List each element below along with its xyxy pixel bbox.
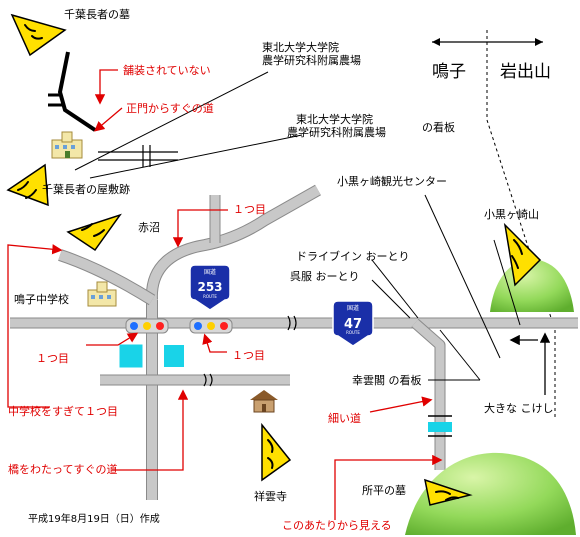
warn-grave: [10, 13, 67, 57]
label-visible-here: このあたりから見える: [282, 519, 392, 532]
traffic-light-left: [125, 318, 169, 334]
svg-text:国道: 国道: [347, 304, 359, 312]
svg-text:ROUTE: ROUTE: [346, 330, 360, 335]
route-sign-47: 国道 47 ROUTE: [332, 300, 374, 347]
bridge-small: [428, 422, 452, 432]
label-big-kokeshi: 大きな こけし: [484, 402, 554, 415]
label-univ2-line1: 東北大学大学院: [296, 113, 373, 126]
pointer-lines: [74, 71, 521, 381]
temple-icon: [250, 390, 278, 413]
label-okurosaki-center: 小黒ヶ崎観光センター: [337, 175, 447, 188]
label-univ1-line1: 東北大学大学院: [262, 41, 339, 54]
bridge-right: [164, 345, 184, 367]
hill-shohei: [405, 452, 576, 535]
bridge-icons: [119, 344, 452, 437]
label-after-school: 中学校をすぎて１つ目: [8, 405, 118, 418]
svg-text:ROUTE: ROUTE: [203, 294, 217, 299]
label-drive-in: ドライブイン おーとり: [296, 250, 410, 263]
hill-icons: [405, 259, 576, 535]
bridge-left: [119, 344, 143, 368]
label-akanuma: 赤沼: [138, 221, 160, 234]
label-first-left: １つ目: [36, 352, 69, 365]
label-mansion-ruins: 千葉長者の屋敷跡: [42, 183, 130, 196]
warn-shounji: [261, 422, 292, 482]
roads: [10, 184, 578, 500]
label-after-bridge: 橋をわたってすぐの道: [8, 463, 118, 476]
svg-text:国道: 国道: [204, 268, 216, 276]
black-arrows: [509, 332, 551, 395]
label-gofuku: 呉服 おーとり: [290, 270, 360, 283]
route-sign-253: 国道 253 ROUTE: [189, 264, 231, 311]
red-arrows: [7, 69, 443, 520]
traffic-light-right: [189, 318, 233, 334]
university-building-icon: [51, 131, 83, 159]
farm-roads: [98, 145, 178, 167]
label-unpaved: 舗装されていない: [123, 64, 211, 77]
boundary-line: [486, 119, 556, 331]
label-mt-okurosaki: 小黒ヶ崎山: [484, 208, 539, 221]
label-grave-chiba: 千葉長者の墓: [64, 8, 130, 21]
label-first-turn-top: １つ目: [233, 203, 266, 216]
label-signboard: の看板: [422, 121, 455, 134]
svg-text:253: 253: [197, 280, 222, 294]
label-narrow-road: 細い道: [328, 412, 361, 425]
label-univ2-line2: 農学研究科附属農場: [287, 126, 386, 139]
unpaved-road: [57, 51, 97, 132]
label-shohei-grave: 所平の墓: [362, 484, 406, 497]
school-building-icon: [87, 281, 117, 307]
label-main-gate: 正門からすぐの道: [126, 102, 214, 115]
label-koun-sign: 幸雲閣 の看板: [352, 374, 422, 387]
label-date: 平成19年8月19日（日）作成: [28, 514, 160, 525]
label-first-right: １つ目: [232, 349, 265, 362]
label-shounji: 祥雲寺: [254, 490, 287, 503]
svg-text:47: 47: [344, 317, 362, 332]
label-naruko-jhs: 鳴子中学校: [14, 293, 69, 306]
hill-okurosaki: [490, 259, 574, 312]
label-naruko: 鳴子: [432, 62, 466, 82]
warn-akanuma: [66, 213, 122, 252]
road-break-marks: [203, 315, 297, 387]
direction-indicator: [432, 30, 543, 120]
label-iwadeyama: 岩出山: [500, 62, 551, 82]
label-univ1-line2: 農学研究科附属農場: [262, 54, 361, 67]
